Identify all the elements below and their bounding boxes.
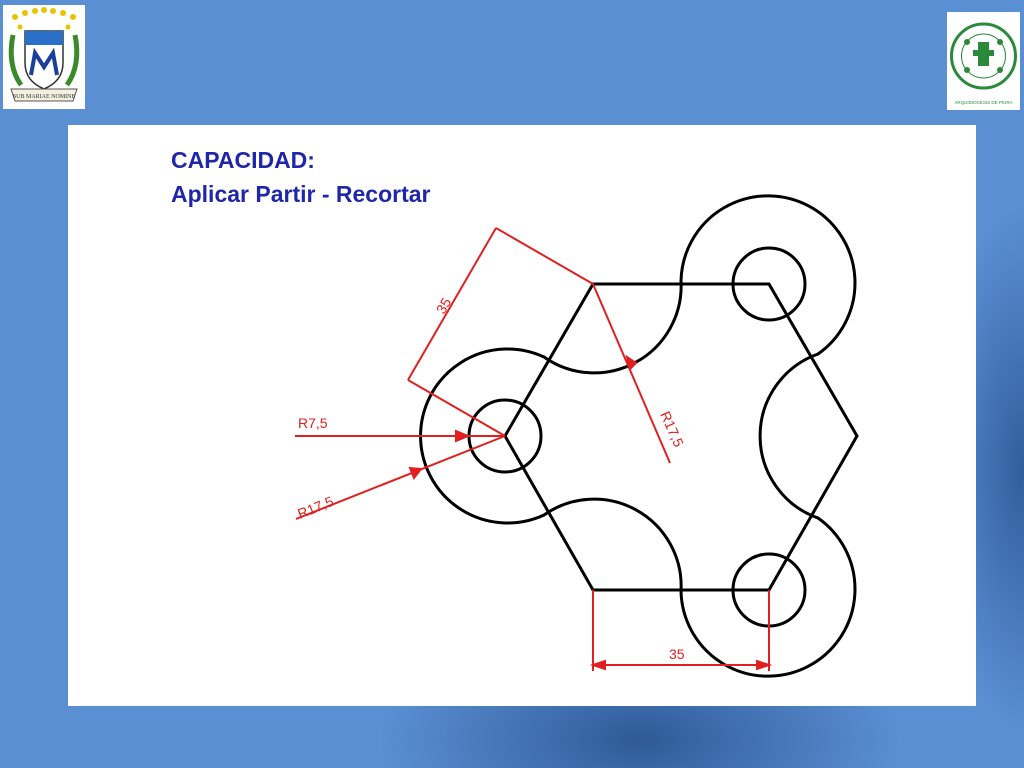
slide-subtitle: Aplicar Partir - Recortar	[171, 181, 431, 207]
cad-drawing: 35 35 R7,5 R17,5 R17,5	[295, 194, 859, 678]
dim-label-top-left: 35	[433, 295, 455, 317]
school-crest-logo: SUB MARIAE NOMINE	[3, 5, 85, 109]
seal-bottom-text: ARQUIDIOCESIS DE PIURA	[954, 100, 1012, 105]
drawing-panel: CAPACIDAD: Aplicar Partir - Recortar	[68, 125, 976, 706]
dim-label-r-big-left: R17,5	[295, 493, 336, 522]
part-outline	[419, 194, 859, 678]
crest-motto: SUB MARIAE NOMINE	[13, 94, 76, 100]
dim-label-r-small: R7,5	[298, 415, 328, 431]
seal-icon: ARQUIDIOCESIS DE PIURA	[950, 22, 1017, 105]
slide-title: CAPACIDAD:	[171, 147, 315, 173]
dimensions	[295, 227, 773, 671]
crest-icon: SUB MARIAE NOMINE	[8, 7, 80, 102]
consortium-seal-logo: ARQUIDIOCESIS DE PIURA	[947, 12, 1020, 110]
dim-label-bottom: 35	[669, 646, 685, 662]
